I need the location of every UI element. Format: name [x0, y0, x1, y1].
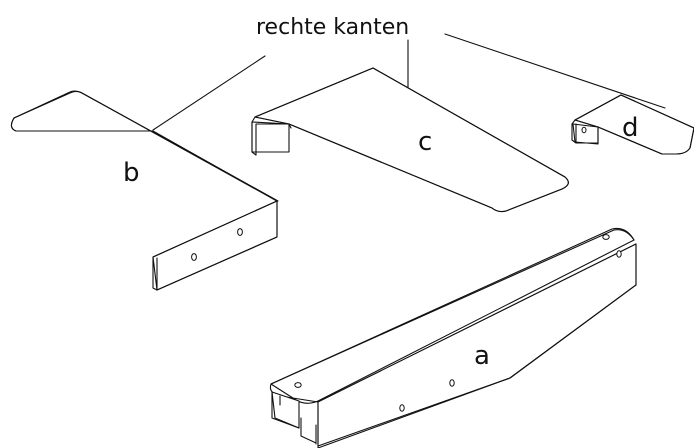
leader-line-b [152, 55, 266, 131]
mounting-hole [237, 228, 243, 236]
mounting-hole [581, 126, 587, 134]
mounting-hole [191, 253, 197, 261]
part-d [571, 94, 694, 155]
mounting-hole [399, 404, 405, 412]
label-c: c [418, 127, 432, 157]
part-b [10, 90, 279, 291]
caption-label: rechte kanten [256, 15, 409, 40]
mounting-hole [449, 379, 455, 387]
mounting-hole [294, 382, 302, 388]
label-d: d [622, 113, 639, 143]
part-c [251, 67, 569, 213]
part-a [269, 227, 637, 448]
mounting-hole [602, 234, 610, 240]
label-a: a [474, 341, 490, 371]
leader-line-d [444, 33, 666, 109]
label-b: b [123, 158, 140, 188]
mounting-hole [616, 250, 622, 258]
